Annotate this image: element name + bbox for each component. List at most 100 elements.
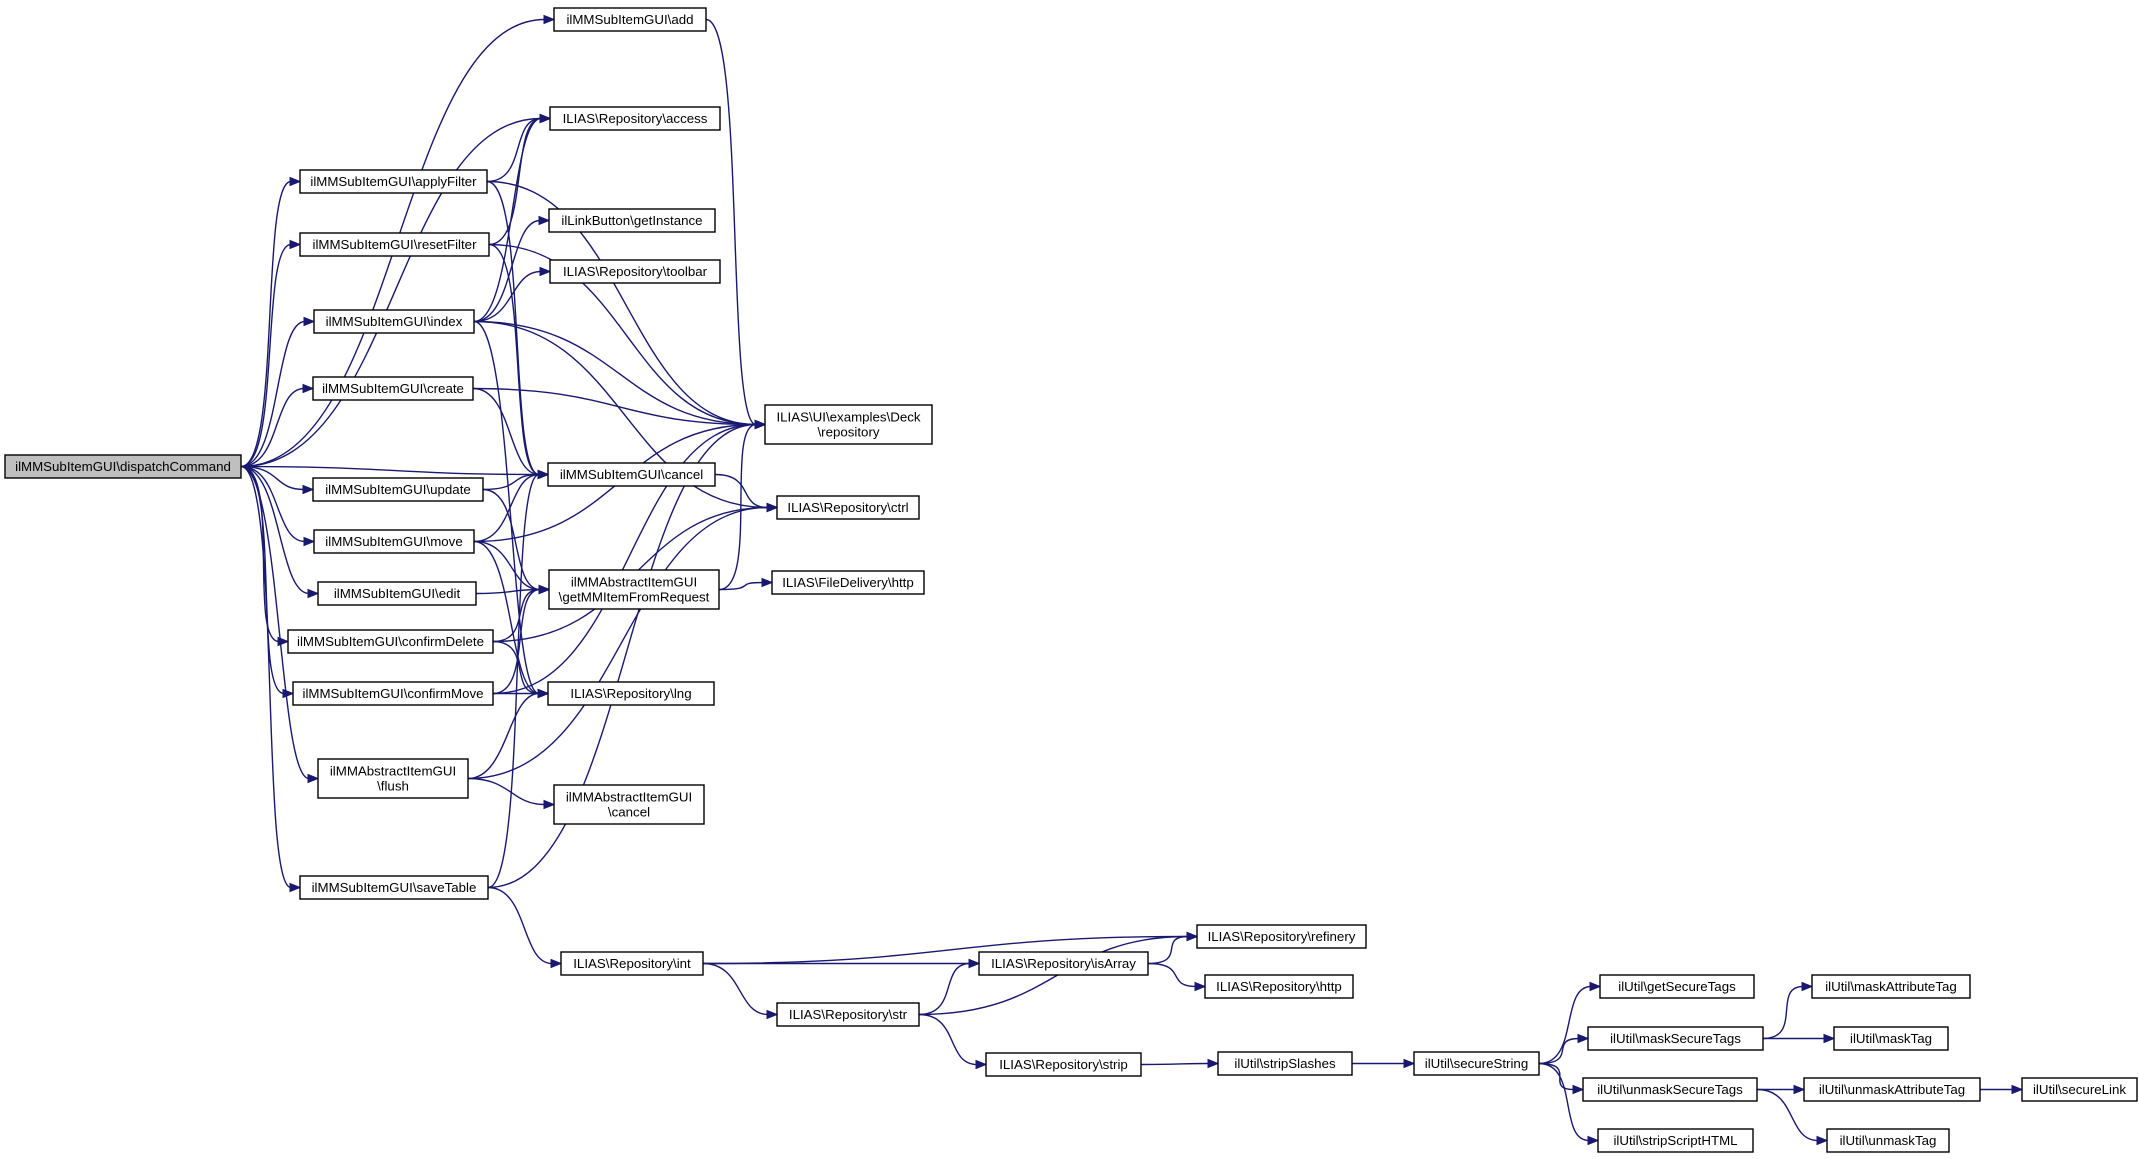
edge-saveTable-to-int [487, 886, 553, 965]
node-label: ilUtil\stripScriptHTML [1613, 1133, 1737, 1148]
edge-index-to-access [473, 117, 542, 323]
node-fdhttp[interactable]: ILIAS\FileDelivery\http [771, 570, 925, 595]
node-update[interactable]: ilMMSubItemGUI\update [312, 477, 484, 502]
node-box [776, 1002, 920, 1027]
node-box [1599, 974, 1755, 999]
node-int[interactable]: ILIAS\Repository\int [560, 951, 704, 976]
node-create[interactable]: ilMMSubItemGUI\create [312, 376, 474, 401]
node-lng[interactable]: ILIAS\Repository\lng [547, 681, 715, 706]
arrowhead-icon [1403, 1058, 1416, 1069]
node-label: \repository [817, 425, 879, 440]
node-deck[interactable]: ILIAS\UI\examples\Deck\repository [764, 404, 933, 445]
node-box [764, 404, 933, 445]
arrowhead-icon [766, 502, 779, 513]
node-box [1217, 1051, 1353, 1076]
node-saveTable[interactable]: ilMMSubItemGUI\saveTable [299, 875, 489, 900]
edge-flush-to-abscancel [467, 777, 546, 806]
node-label: ILIAS\Repository\refinery [1208, 929, 1356, 944]
node-ctrl[interactable]: ILIAS\Repository\ctrl [776, 495, 920, 520]
edge-root-to-flush [240, 465, 310, 780]
edge-resetFilter-to-access [488, 117, 542, 246]
node-getMM[interactable]: ilMMAbstractItemGUI\getMMItemFromRequest [548, 569, 720, 610]
node-secureLink[interactable]: ilUtil\secureLink [2021, 1077, 2138, 1102]
node-index[interactable]: ilMMSubItemGUI\index [313, 309, 475, 334]
node-move[interactable]: ilMMSubItemGUI\move [313, 529, 475, 554]
node-stripScriptHTML[interactable]: ilUtil\stripScriptHTML [1597, 1128, 1754, 1153]
edge-create-to-cancel [472, 387, 540, 476]
node-unmaskTag[interactable]: ilUtil\unmaskTag [1826, 1128, 1950, 1153]
node-label: ilMMSubItemGUI\dispatchCommand [15, 459, 231, 474]
arrowhead-icon [1194, 981, 1207, 992]
edge-move-to-getMM [473, 540, 541, 591]
arrowhead-icon [2011, 1084, 2024, 1095]
node-resetFilter[interactable]: ilMMSubItemGUI\resetFilter [299, 232, 490, 257]
node-add[interactable]: ilMMSubItemGUI\add [553, 7, 707, 32]
node-refinery[interactable]: ILIAS\Repository\refinery [1196, 924, 1367, 949]
node-label: ILIAS\Repository\strip [999, 1057, 1128, 1072]
node-box [553, 784, 705, 825]
node-stripSlashes[interactable]: ilUtil\stripSlashes [1217, 1051, 1353, 1076]
edge-confirmDelete-to-lng [492, 640, 540, 695]
edge-index-to-toolbar [473, 270, 542, 323]
node-box [1833, 1026, 1949, 1051]
edge-secureString-to-getSecureTags [1538, 985, 1592, 1065]
node-label: ilUtil\secureLink [2033, 1082, 2126, 1097]
node-strip[interactable]: ILIAS\Repository\strip [985, 1052, 1142, 1077]
node-box [548, 208, 716, 233]
node-isArray[interactable]: ILIAS\Repository\isArray [978, 951, 1149, 976]
node-maskAttributeTag[interactable]: ilUtil\maskAttributeTag [1811, 974, 1971, 999]
node-confirmDelete[interactable]: ilMMSubItemGUI\confirmDelete [287, 629, 494, 654]
node-label: ILIAS\Repository\isArray [991, 956, 1136, 971]
node-applyFilter[interactable]: ilMMSubItemGUI\applyFilter [299, 169, 488, 194]
node-root[interactable]: ilMMSubItemGUI\dispatchCommand [4, 454, 242, 479]
edge-resetFilter-to-cancel [488, 243, 540, 476]
node-access[interactable]: ILIAS\Repository\access [549, 106, 721, 131]
node-box [1196, 924, 1367, 949]
node-str[interactable]: ILIAS\Repository\str [776, 1002, 920, 1027]
node-cancel[interactable]: ilMMSubItemGUI\cancel [547, 462, 716, 487]
node-label: ilMMSubItemGUI\confirmDelete [297, 634, 484, 649]
node-label: ilMMSubItemGUI\edit [334, 586, 461, 601]
edge-edit-to-getMM [475, 588, 541, 595]
node-label: ilMMSubItemGUI\applyFilter [310, 174, 477, 189]
arrowhead-icon [289, 176, 302, 187]
node-box [299, 232, 490, 257]
edge-resetFilter-to-deck [488, 243, 757, 426]
node-label: ILIAS\Repository\ctrl [787, 500, 908, 515]
edge-root-to-edit [240, 465, 310, 595]
node-label: ilMMSubItemGUI\cancel [560, 467, 703, 482]
node-getSecureTags[interactable]: ilUtil\getSecureTags [1599, 974, 1755, 999]
node-unmaskAttributeTag[interactable]: ilUtil\unmaskAttributeTag [1803, 1077, 1981, 1102]
node-edit[interactable]: ilMMSubItemGUI\edit [317, 581, 477, 606]
node-box [1582, 1077, 1758, 1102]
node-linkbtn[interactable]: ilLinkButton\getInstance [548, 208, 716, 233]
node-rhttp[interactable]: ILIAS\Repository\http [1204, 974, 1354, 999]
edge-root-to-applyFilter [240, 180, 292, 468]
edge-confirmDelete-to-getMM [492, 588, 541, 643]
arrowhead-icon [1207, 1058, 1220, 1069]
node-box [313, 529, 475, 554]
edge-root-to-cancel [240, 465, 540, 476]
edge-secureString-to-unmaskSecureTags [1538, 1062, 1575, 1091]
arrowhead-icon [1801, 981, 1814, 992]
node-flush[interactable]: ilMMAbstractItemGUI\flush [317, 758, 469, 799]
node-label: ilUtil\unmaskSecureTags [1597, 1082, 1743, 1097]
node-unmaskSecureTags[interactable]: ilUtil\unmaskSecureTags [1582, 1077, 1758, 1102]
node-secureString[interactable]: ilUtil\secureString [1413, 1051, 1540, 1076]
edge-str-to-strip [918, 1013, 978, 1066]
arrowhead-icon [303, 316, 316, 327]
node-label: ilMMSubItemGUI\confirmMove [302, 686, 483, 701]
node-label: ilMMAbstractItemGUI [566, 790, 692, 805]
node-maskTag[interactable]: ilUtil\maskTag [1833, 1026, 1949, 1051]
node-label: ilMMAbstractItemGUI [571, 575, 697, 590]
node-confirmMove[interactable]: ilMMSubItemGUI\confirmMove [292, 681, 494, 706]
node-label: ilUtil\unmaskTag [1840, 1133, 1937, 1148]
edge-saveTable-to-deck [487, 423, 757, 889]
edge-move-to-lng [473, 540, 540, 695]
node-label: ilUtil\unmaskAttributeTag [1819, 1082, 1965, 1097]
arrowhead-icon [302, 383, 315, 394]
node-maskSecureTags[interactable]: ilUtil\maskSecureTags [1587, 1026, 1764, 1051]
edge-index-to-linkbtn [473, 219, 541, 323]
node-toolbar[interactable]: ILIAS\Repository\toolbar [549, 259, 721, 284]
node-abscancel[interactable]: ilMMAbstractItemGUI\cancel [553, 784, 705, 825]
